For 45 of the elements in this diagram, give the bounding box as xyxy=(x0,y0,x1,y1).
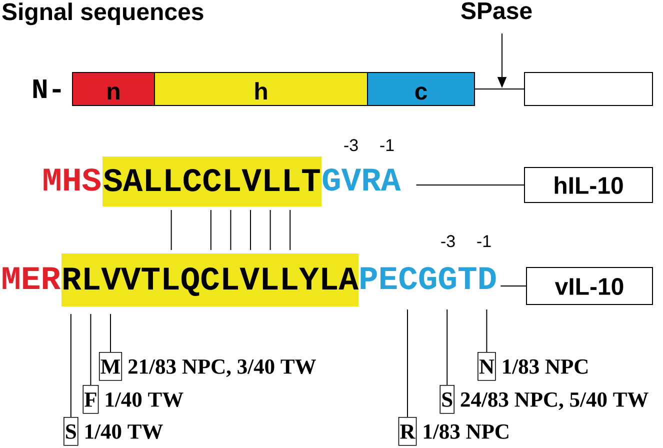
sequence-text: GVRA xyxy=(322,168,401,191)
residue-box: M xyxy=(98,352,122,381)
frequency-text: 24/83 NPC, 5/40 TW xyxy=(460,392,648,410)
alignment-line xyxy=(230,210,232,250)
leader-line xyxy=(70,314,72,418)
sequence-text: MHS xyxy=(44,168,100,191)
residue-box: F xyxy=(82,385,99,414)
frequency-text: 1/40 TW xyxy=(106,392,184,407)
sequence-text: MER xyxy=(2,267,60,289)
enzyme-label: SPase xyxy=(461,2,532,20)
position-label: -1 xyxy=(380,139,394,151)
protein-box xyxy=(524,72,653,106)
residue-box: N xyxy=(478,352,496,381)
frequency-text: 1/83 NPC xyxy=(503,359,588,374)
leader-line xyxy=(90,314,92,386)
position-label: -3 xyxy=(344,139,358,152)
leader-line xyxy=(486,309,488,352)
connector-line xyxy=(474,88,524,90)
alignment-line xyxy=(270,210,271,250)
alignment-line xyxy=(250,210,251,250)
terminus-label: N- xyxy=(33,80,61,98)
heading: Signal sequences xyxy=(2,2,204,26)
frequency-text: 21/83 NPC, 3/40 TW xyxy=(128,359,316,377)
frequency-text: 1/83 NPC xyxy=(424,424,508,439)
frequency-text: 1/40 TW xyxy=(86,424,163,439)
leader-line xyxy=(407,309,408,418)
highlighted-sequence: SALLCCLVLLT xyxy=(102,156,322,206)
residue-box: S xyxy=(440,385,454,414)
leader-line xyxy=(110,314,111,352)
connector-line xyxy=(416,184,524,186)
highlighted-sequence: RLVVTLQCLVLLYLA xyxy=(62,254,359,306)
sequence-text: PECGGTD xyxy=(360,266,496,290)
alignment-line xyxy=(170,210,172,250)
alignment-line xyxy=(290,210,291,250)
region-box: h xyxy=(154,72,368,106)
region-box: n xyxy=(72,72,155,106)
region-box: c xyxy=(367,72,475,106)
label-box: hIL-10 xyxy=(524,167,653,203)
position-label: -3 xyxy=(441,235,455,248)
position-label: -1 xyxy=(477,235,491,247)
residue-box: S xyxy=(64,417,78,446)
residue-box: R xyxy=(398,417,417,446)
alignment-line xyxy=(210,210,212,250)
leader-line xyxy=(446,309,448,386)
label-box: vIL-10 xyxy=(526,267,653,305)
